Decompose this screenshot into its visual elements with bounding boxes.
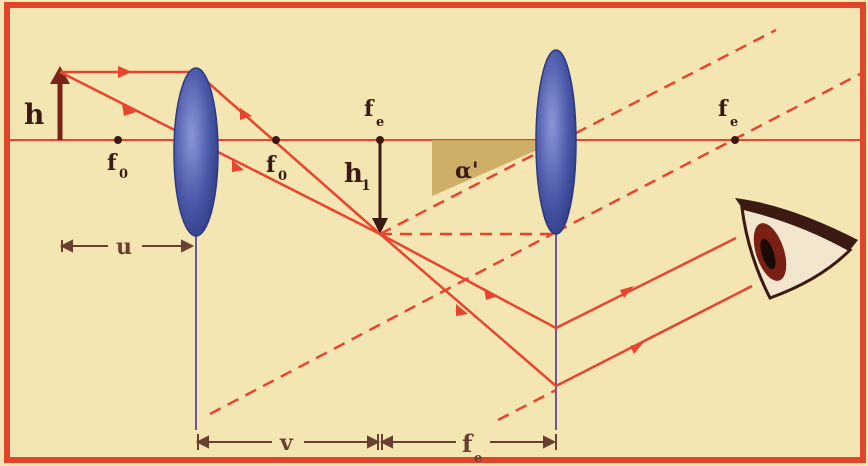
v-dimension <box>195 434 381 450</box>
object-arrowhead <box>50 66 70 84</box>
label-u: u <box>116 234 132 260</box>
ray-arrowheads <box>118 66 644 354</box>
objective-lens <box>173 67 219 237</box>
label-fe-dim: f <box>462 429 474 458</box>
label-f0-right: f <box>266 152 277 178</box>
label-fe-mid: f <box>364 96 375 122</box>
label-f0-left: f <box>107 150 118 176</box>
label-h: h <box>24 98 44 131</box>
frame <box>4 2 866 463</box>
focal-points <box>114 136 739 144</box>
eye-icon <box>735 198 858 300</box>
label-fe-right-sub: e <box>730 115 738 130</box>
label-fe-right: f <box>718 96 729 122</box>
eyepiece-lens <box>535 49 577 235</box>
image-arrowhead <box>372 218 388 234</box>
label-alpha: α' <box>455 158 479 184</box>
u-dimension <box>59 239 195 253</box>
fe-dimension <box>379 434 557 450</box>
label-f0-left-sub: 0 <box>119 167 128 182</box>
label-h1: h <box>344 159 363 189</box>
label-fe-mid-sub: e <box>376 115 384 130</box>
dashed-rays <box>209 28 861 422</box>
angle-wedge <box>432 140 560 196</box>
label-f0-right-sub: 0 <box>278 169 287 184</box>
label-v: v <box>279 430 294 456</box>
label-fe-dim-sub: e <box>474 451 482 466</box>
label-h1-sub: 1 <box>361 178 371 194</box>
